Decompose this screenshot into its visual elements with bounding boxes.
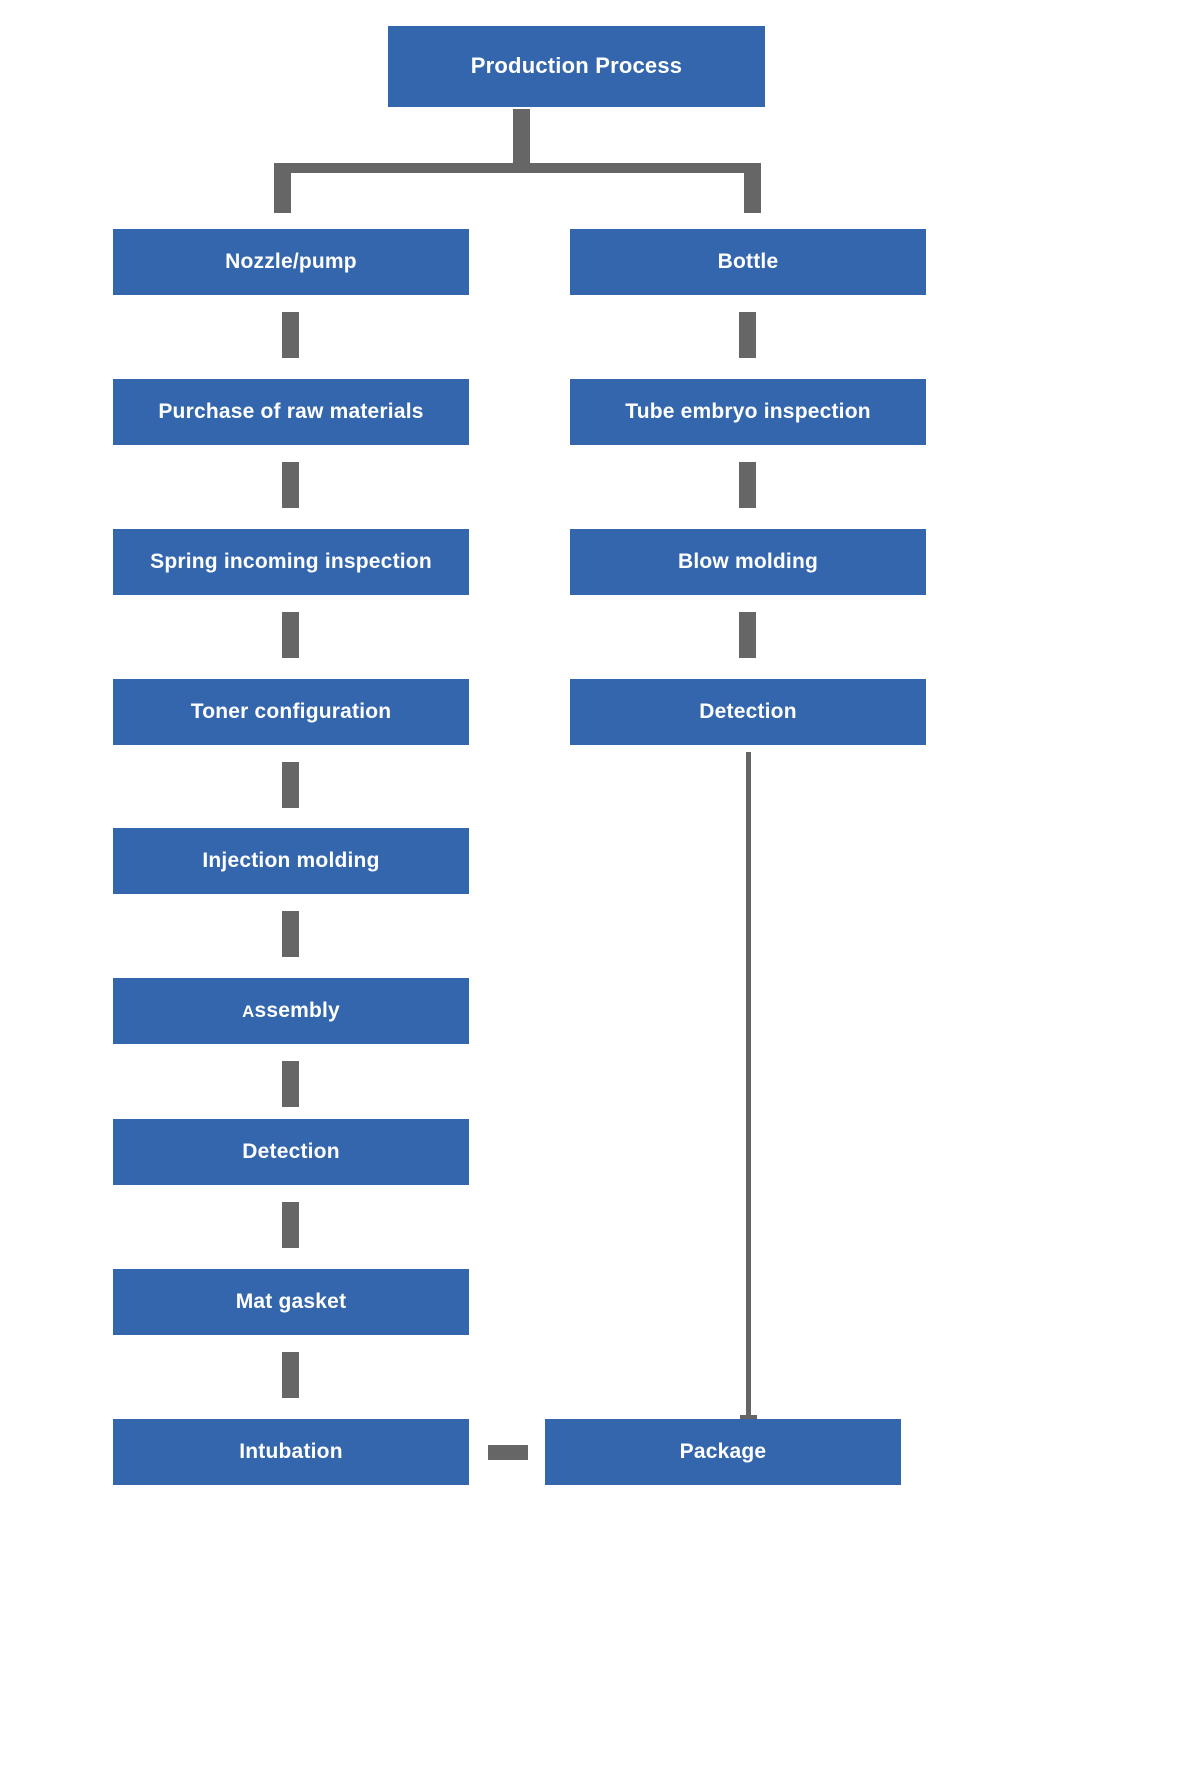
connector-left-8: [282, 1352, 299, 1398]
node-label: Assembly: [242, 999, 340, 1023]
node-nozzle-pump[interactable]: Nozzle/pump: [113, 229, 469, 295]
node-label: Detection: [699, 700, 797, 724]
connector-package-arrow-foot: [740, 1415, 757, 1422]
node-detection-left[interactable]: Detection: [113, 1119, 469, 1185]
connector-left-7: [282, 1202, 299, 1248]
connector-right-drop: [744, 163, 761, 213]
node-blow-molding[interactable]: Blow molding: [570, 529, 926, 595]
node-label: Mat gasket: [235, 1290, 347, 1314]
node-spring-incoming-inspection[interactable]: Spring incoming inspection: [113, 529, 469, 595]
node-toner-configuration[interactable]: Toner configuration: [113, 679, 469, 745]
node-label: Package: [679, 1440, 767, 1464]
node-assembly[interactable]: Assembly: [113, 978, 469, 1044]
node-bottle[interactable]: Bottle: [570, 229, 926, 295]
node-detection-right[interactable]: Detection: [570, 679, 926, 745]
connector-right-2: [739, 462, 756, 508]
connector-detection-to-package: [746, 752, 751, 1420]
node-label: Production Process: [470, 53, 683, 79]
connector-left-drop: [274, 163, 291, 213]
node-mat-gasket[interactable]: Mat gasket: [113, 1269, 469, 1335]
node-label: Nozzle/pump: [225, 250, 357, 274]
connector-left-2: [282, 462, 299, 508]
connector-root-stub: [513, 109, 530, 164]
node-intubation[interactable]: Intubation: [113, 1419, 469, 1485]
node-purchase-of-raw-materials[interactable]: Purchase of raw materials: [113, 379, 469, 445]
node-label: Blow molding: [677, 550, 819, 574]
node-label: Injection molding: [202, 849, 380, 873]
connector-split-bar: [274, 163, 761, 173]
connector-left-1: [282, 312, 299, 358]
node-label: Spring incoming inspection: [150, 550, 432, 574]
node-injection-molding[interactable]: Injection molding: [113, 828, 469, 894]
node-tube-embryo-inspection[interactable]: Tube embryo inspection: [570, 379, 926, 445]
node-label: Tube embryo inspection: [625, 400, 871, 424]
node-label: Purchase of raw materials: [158, 400, 424, 424]
node-label: Bottle: [717, 250, 779, 274]
connector-left-5: [282, 911, 299, 957]
connector-left-4: [282, 762, 299, 808]
node-label: Detection: [242, 1140, 340, 1164]
connector-intubation-to-package: [488, 1445, 528, 1460]
node-production-process[interactable]: Production Process: [388, 26, 765, 107]
node-label: Intubation: [239, 1440, 343, 1464]
node-package[interactable]: Package: [545, 1419, 901, 1485]
connector-left-3: [282, 612, 299, 658]
connector-left-6: [282, 1061, 299, 1107]
connector-right-1: [739, 312, 756, 358]
node-label: Toner configuration: [190, 700, 392, 724]
connector-right-3: [739, 612, 756, 658]
